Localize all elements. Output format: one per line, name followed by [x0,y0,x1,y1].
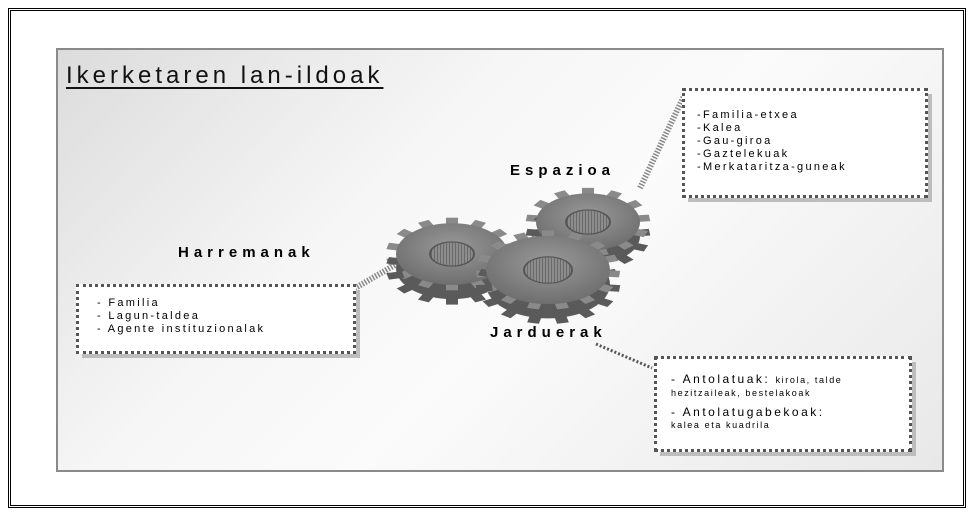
list-item: -Kalea [697,122,743,134]
connector-espazioa [637,94,687,190]
list-item: - Antolatuak: kirola, talde [671,373,909,387]
slide-title: Ikerketaren lan-ildoak [66,62,384,89]
item-continuation: hezitzaileak, bestelakoak [671,388,812,398]
harremanak-list-box: - Familia - Lagun-taldea - Agente instit… [76,284,356,354]
item-heading: - Antolatugabekoak: [671,405,825,419]
list-item: - Lagun-taldea [97,310,201,322]
gear-bottom [475,230,621,324]
list-item: - Agente instituzionalak [97,323,266,335]
node-label-jarduerak: Jarduerak [490,324,607,341]
item-text: kirola, talde [775,375,843,385]
outer-frame [8,8,966,508]
list-item: -Gaztelekuak [697,148,790,160]
list-item: - Familia [97,297,160,309]
list-item: -Familia-etxea [697,109,799,121]
connector-jarduerak [595,342,653,370]
gear-top-right [525,187,651,271]
list-item: -Merkataritza-guneak [697,161,847,173]
item-heading: - Antolatuak: [671,372,771,386]
item-continuation: kalea eta kuadrila [671,420,771,430]
connector-harremanak [350,259,402,293]
jarduerak-list-box: - Antolatuak: kirola, talde hezitzaileak… [654,356,912,452]
node-label-espazioa: Espazioa [510,162,616,179]
espazioa-list-box: -Familia-etxea -Kalea -Gau-giroa -Gaztel… [682,88,928,198]
list-item: -Gau-giroa [697,135,773,147]
node-label-harremanak: Harremanak [178,244,315,261]
